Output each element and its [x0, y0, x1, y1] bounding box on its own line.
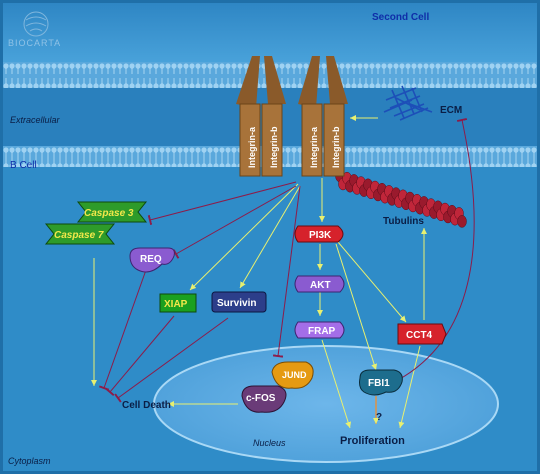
- biocarta-logo: BIOCARTA: [8, 11, 61, 48]
- logo-text: BIOCARTA: [8, 38, 61, 48]
- arrow-frap-proliferation: [321, 339, 352, 429]
- cfos-node: c-FOS: [241, 385, 287, 413]
- survivin-node: Survivin: [211, 291, 267, 313]
- tubulins-label: Tubulins: [383, 216, 424, 227]
- frap-node: FRAP: [294, 321, 345, 339]
- b-cell-label: B Cell: [10, 160, 37, 171]
- caspase-3-node: Caspase 3: [76, 201, 148, 223]
- akt-label: AKT: [310, 280, 331, 291]
- ecm-label: ECM: [440, 105, 462, 116]
- inhibit-xiap-celldeath: [105, 315, 175, 396]
- req-label: REQ: [140, 254, 162, 265]
- frap-label: FRAP: [308, 326, 336, 337]
- inhibition-lines: [98, 117, 475, 403]
- inhibit-integrin-caspase: [147, 181, 297, 226]
- integrin-a-right-label: Integrin-a: [309, 126, 319, 168]
- akt-node: AKT: [294, 275, 345, 293]
- pi3k-label: PI3K: [309, 230, 332, 241]
- caspase-7-node: Caspase 7: [44, 223, 116, 245]
- caspase-7-label: Caspase 7: [54, 230, 104, 241]
- ecm-mesh: [383, 85, 433, 121]
- cct4-label: CCT4: [406, 330, 433, 341]
- arrow-pi3k-cct4: [337, 241, 407, 323]
- nucleus: [153, 345, 499, 463]
- nucleus-label: Nucleus: [253, 438, 286, 448]
- tubulins-structure: [335, 169, 467, 228]
- inhibit-integrin-cfos: [272, 185, 301, 358]
- integrin-left: Integrin-a Integrin-b: [236, 56, 286, 177]
- second-cell-region: [3, 3, 537, 65]
- inhibit-fbi1-ecm: [397, 117, 475, 381]
- jund-label: JUND: [282, 370, 307, 380]
- cell-death-label: Cell Death: [122, 400, 171, 411]
- integrin-right: Integrin-a Integrin-b: [298, 56, 348, 177]
- extracellular-label: Extracellular: [10, 115, 61, 125]
- pi3k-node: PI3K: [294, 225, 344, 243]
- survivin-label: Survivin: [217, 298, 256, 309]
- activation-arrows: [91, 115, 427, 429]
- integrin-b-right-label: Integrin-b: [331, 126, 341, 168]
- arrow-integrin-xiap: [189, 183, 299, 291]
- integrin-b-left-label: Integrin-b: [269, 126, 279, 168]
- inhibit-req-celldeath: [98, 269, 147, 391]
- integrin-a-left-label: Integrin-a: [247, 126, 257, 168]
- inhibit-survivin-celldeath: [114, 317, 229, 403]
- xiap-node: XIAP: [159, 293, 197, 313]
- cytoplasm-label: Cytoplasm: [8, 456, 51, 466]
- jund-node: JUND: [271, 361, 314, 389]
- second-cell-label: Second Cell: [372, 12, 429, 23]
- arrow-integrin-survivin: [239, 185, 301, 289]
- arrow-cct4-proliferation: [398, 345, 421, 429]
- fbi1-node: FBI1: [359, 369, 403, 396]
- fbi1-label: FBI1: [368, 378, 390, 389]
- req-node: REQ: [129, 247, 175, 273]
- cfos-label: c-FOS: [246, 393, 276, 404]
- fbi1-question-mark: ?: [376, 412, 382, 423]
- cct4-node: CCT4: [397, 323, 447, 345]
- xiap-label: XIAP: [164, 299, 188, 310]
- arrow-pi3k-fbi1: [335, 243, 378, 371]
- inhibit-integrin-req: [172, 185, 297, 259]
- caspase-3-label: Caspase 3: [84, 208, 134, 219]
- proliferation-label: Proliferation: [340, 435, 405, 447]
